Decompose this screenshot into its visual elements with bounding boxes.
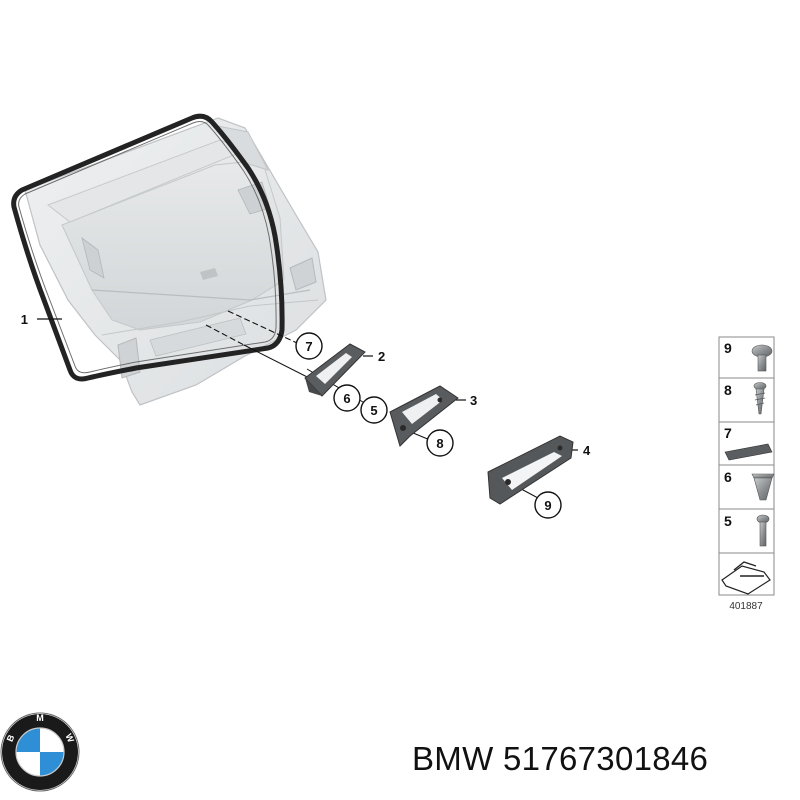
callout-label: 5 <box>370 403 377 418</box>
callout-label: 3 <box>470 393 477 408</box>
legend-number: 6 <box>724 469 732 485</box>
legend-row-9: 9 <box>724 340 773 372</box>
round-head-screw-icon <box>751 344 773 372</box>
bmw-logo-letter: B <box>5 733 17 743</box>
callout-label: 2 <box>378 349 385 364</box>
bracket-part-3 <box>389 385 459 447</box>
callout-3: 3 <box>470 393 477 408</box>
callout-4: 4 <box>583 443 591 458</box>
door-seal-outline <box>11 113 285 382</box>
callout-7: 7 <box>295 332 323 360</box>
callout-label: 9 <box>544 498 551 513</box>
legend-number: 7 <box>724 425 732 441</box>
svg-text:M: M <box>36 713 44 723</box>
callout-label: 4 <box>583 443 591 458</box>
bmw-logo-letter: M <box>36 713 44 723</box>
svg-text:B: B <box>5 733 17 743</box>
diagram-reference-number: 401887 <box>729 601 763 612</box>
legend-row-7: 7 <box>724 425 773 461</box>
part-number-caption: BMW 51767301846 <box>412 740 708 778</box>
callout-label: 8 <box>436 436 443 451</box>
legend-row-6: 6 <box>724 469 775 501</box>
callout-label: 1 <box>21 312 28 327</box>
part-number: 51767301846 <box>503 740 709 777</box>
callout-6: 6 <box>333 384 361 412</box>
callout-8: 8 <box>426 429 454 457</box>
self-tapping-screw-icon <box>753 382 767 415</box>
fastener-legend: 9 8 7 6 <box>718 336 775 554</box>
bmw-logo: B M W <box>0 712 80 792</box>
expanding-nut-icon <box>751 473 775 501</box>
view-reference-icon <box>718 552 775 596</box>
callout-9: 9 <box>534 491 562 519</box>
legend-number: 8 <box>724 382 732 398</box>
callout-1: 1 <box>21 312 28 327</box>
torx-screw-icon <box>756 514 770 547</box>
callout-label: 7 <box>305 339 312 354</box>
brand-name: BMW <box>412 740 494 777</box>
legend-number: 5 <box>724 513 732 529</box>
callout-5: 5 <box>360 396 388 424</box>
adhesive-pad-icon <box>724 443 773 461</box>
legend-row-8: 8 <box>724 382 767 415</box>
legend-row-5: 5 <box>724 513 770 547</box>
bracket-part-2 <box>304 343 366 397</box>
callout-2: 2 <box>378 349 385 364</box>
legend-number: 9 <box>724 340 732 356</box>
plate-holder-part-4 <box>487 435 574 505</box>
callout-label: 6 <box>343 391 350 406</box>
